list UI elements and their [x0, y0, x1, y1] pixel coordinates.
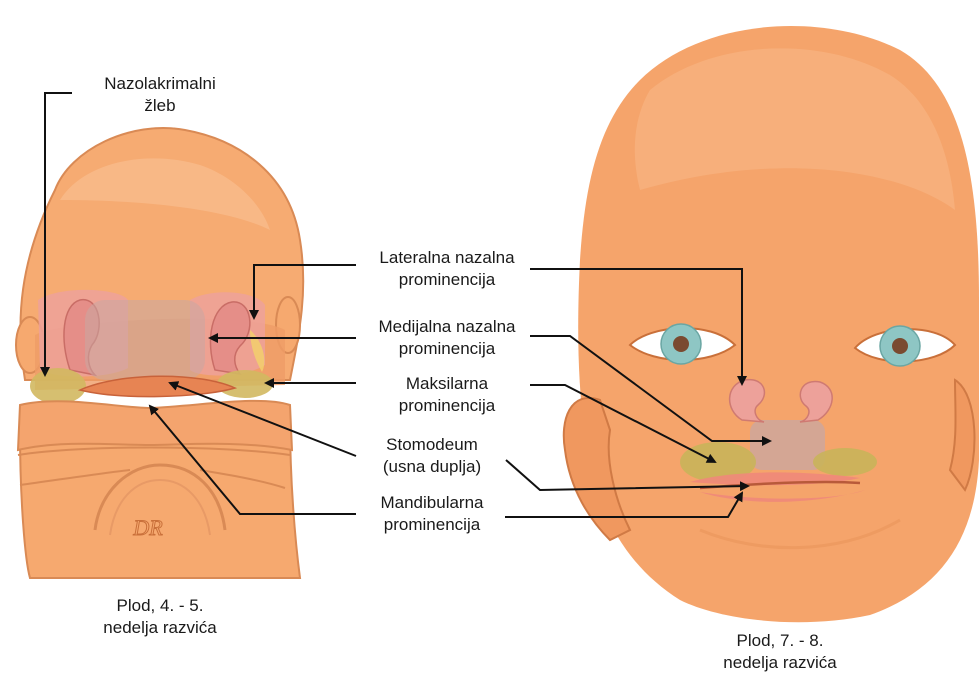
fetus-7-8-weeks — [564, 26, 979, 622]
label-lateral-nasal-prominence: Lateralna nazalna prominencija — [357, 247, 537, 291]
label-line: Nazolakrimalni — [85, 73, 235, 95]
label-line: Medijalna nazalna — [357, 316, 537, 338]
embryo-mandibular-arch — [18, 401, 292, 450]
label-line: Mandibularna — [357, 492, 507, 514]
fetus-left-pupil — [673, 336, 689, 352]
caption-line: nedelja razvića — [700, 652, 860, 674]
label-line: prominencija — [357, 269, 537, 291]
embryo-4-5-weeks — [16, 128, 303, 578]
caption-4-5-weeks: Plod, 4. - 5. nedelja razvića — [80, 595, 240, 639]
embryo-maxillary-prominence-left — [30, 368, 86, 404]
label-nasolacrimal-groove: Nazolakrimalni žleb — [85, 73, 235, 117]
caption-line: Plod, 4. - 5. — [80, 595, 240, 617]
label-line: žleb — [85, 95, 235, 117]
artist-signature: DR — [132, 515, 163, 540]
label-stomodeum: Stomodeum (usna duplja) — [357, 434, 507, 478]
label-line: Stomodeum — [357, 434, 507, 456]
label-line: Lateralna nazalna — [357, 247, 537, 269]
caption-7-8-weeks: Plod, 7. - 8. nedelja razvića — [700, 630, 860, 674]
label-medial-nasal-prominence: Medijalna nazalna prominencija — [357, 316, 537, 360]
label-line: prominencija — [357, 395, 537, 417]
label-maxillary-prominence: Maksilarna prominencija — [357, 373, 537, 417]
label-line: (usna duplja) — [357, 456, 507, 478]
label-line: prominencija — [357, 514, 507, 536]
fetus-maxillary-prominence-right — [813, 448, 877, 476]
fetus-right-pupil — [892, 338, 908, 354]
label-line: Maksilarna — [357, 373, 537, 395]
label-line: prominencija — [357, 338, 537, 360]
embryo-medial-nasal-prominence — [85, 300, 205, 380]
label-mandibular-prominence: Mandibularna prominencija — [357, 492, 507, 536]
caption-line: Plod, 7. - 8. — [700, 630, 860, 652]
caption-line: nedelja razvića — [80, 617, 240, 639]
